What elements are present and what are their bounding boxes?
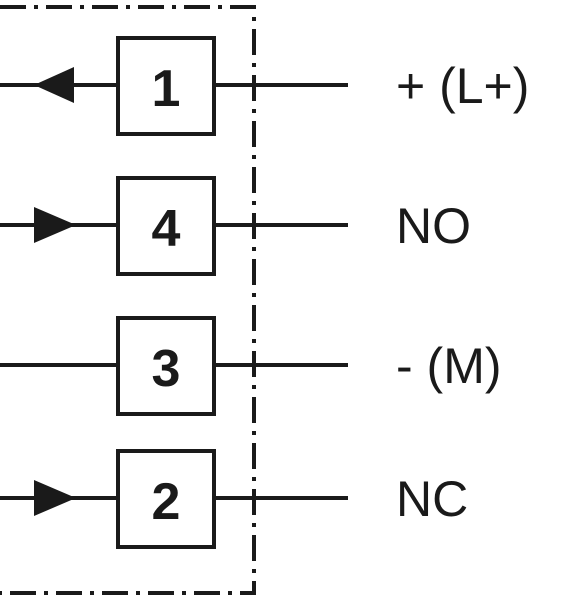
pin-number: 2 xyxy=(152,473,181,531)
pin-number: 3 xyxy=(152,340,181,398)
pin-number: 4 xyxy=(152,200,181,258)
pin-box-4 xyxy=(116,176,216,276)
arrow-left-icon xyxy=(34,67,74,103)
signal-label: + (L+) xyxy=(396,58,529,114)
pin-row-4: 4 NO xyxy=(0,176,471,276)
signal-label: NC xyxy=(396,471,468,527)
pin-row-1: 1 + (L+) xyxy=(0,36,529,136)
pin-row-3: 3 - (M) xyxy=(0,316,502,416)
pin-box-2 xyxy=(116,449,216,549)
pin-box-3 xyxy=(116,316,216,416)
arrow-right-icon xyxy=(34,480,76,516)
pin-number: 1 xyxy=(152,60,181,118)
arrow-right-icon xyxy=(34,207,76,243)
signal-label: NO xyxy=(396,198,471,254)
pin-row-2: 2 NC xyxy=(0,449,468,549)
housing-boundary xyxy=(0,5,256,595)
signal-label: - (M) xyxy=(396,338,502,394)
